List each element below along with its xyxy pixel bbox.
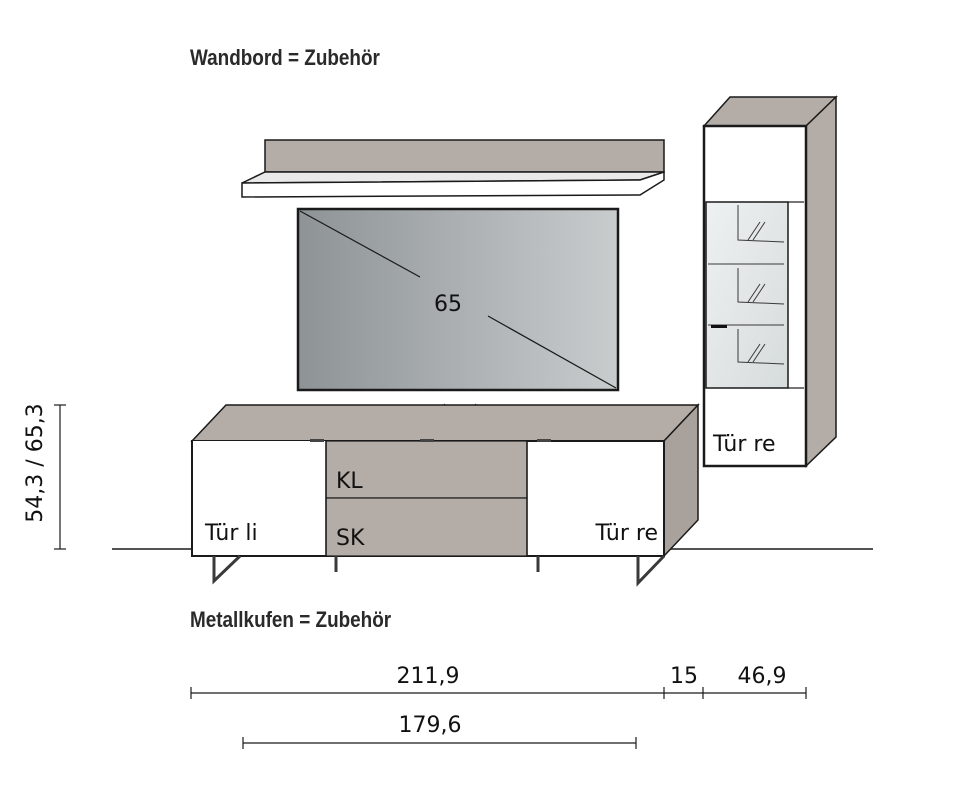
runner-width-label: 179,6 xyxy=(399,713,462,738)
wall-shelf-accessory-label: Wandbord = Zubehör xyxy=(190,46,380,71)
height-dim-label: 54,3 / 65,3 xyxy=(23,403,48,522)
runner-left xyxy=(212,554,242,585)
gap-width-label: 15 xyxy=(670,664,698,689)
glint-2a xyxy=(747,283,761,303)
tv-diagonal-a xyxy=(299,210,421,278)
tv: 65 xyxy=(296,207,620,409)
tv-size-label: 65 xyxy=(434,292,462,317)
handle-center xyxy=(420,439,434,442)
glint-1b xyxy=(752,221,766,241)
vitrine-door-label: Tür re xyxy=(712,432,776,457)
metal-runners xyxy=(212,554,666,587)
glint-3a xyxy=(747,343,761,363)
drawer-bottom xyxy=(325,497,528,557)
glint-2b xyxy=(752,283,766,303)
vitrine-side xyxy=(805,95,837,468)
runner-right xyxy=(636,554,666,587)
door-left-label: Tür li xyxy=(204,521,258,546)
vitrine-handle xyxy=(711,325,727,328)
drawer-top-label: KL xyxy=(336,469,363,494)
sideboard-top xyxy=(190,404,700,442)
glint-1a xyxy=(747,221,761,241)
handle-right xyxy=(537,439,551,442)
sideboard: Tür li KL SK Tür re xyxy=(190,403,700,587)
drawer-bottom-label: SK xyxy=(336,526,365,551)
glint-3b xyxy=(752,343,766,363)
door-right-label: Tür re xyxy=(595,521,659,546)
wall-shelf-front xyxy=(241,170,665,198)
handle-left xyxy=(310,439,324,442)
glass-inner-3 xyxy=(737,329,785,365)
vitrine-glass-door xyxy=(705,201,789,389)
glass-inner-2 xyxy=(737,268,785,305)
wall-shelf xyxy=(241,139,665,198)
wall-shelf-back xyxy=(264,139,665,173)
tv-diagonal-b xyxy=(487,315,617,389)
sideboard-door-left xyxy=(193,441,326,555)
glass-inner-1 xyxy=(737,205,785,243)
vitrine: Tür re xyxy=(702,95,838,468)
width-dimensions xyxy=(190,687,807,749)
vitrine-width-label: 46,9 xyxy=(738,664,787,689)
metal-runners-accessory-label: Metallkufen = Zubehör xyxy=(190,608,391,633)
height-dimension: 54,3 / 65,3 xyxy=(23,403,66,550)
sideboard-width-label: 211,9 xyxy=(397,664,460,689)
